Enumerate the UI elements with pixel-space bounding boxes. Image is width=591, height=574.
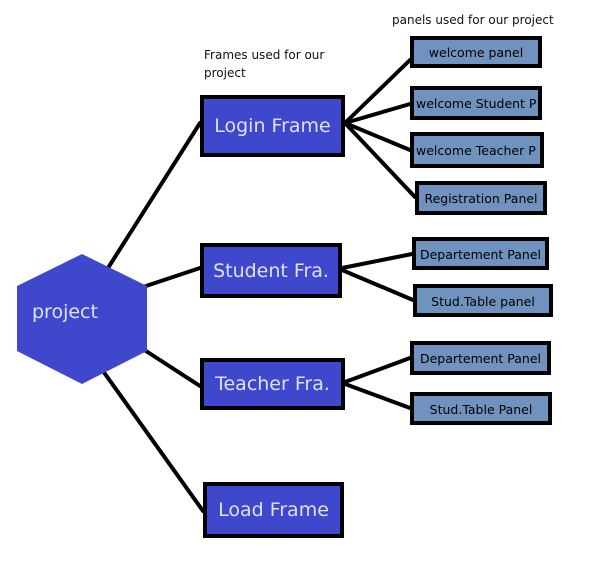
frames-caption: Frames used for our project <box>204 48 325 80</box>
login-frame-node: Login Frame <box>200 95 345 157</box>
edge-login-welcome <box>343 58 412 125</box>
edge-login-registration <box>343 121 417 199</box>
student-frame-node: Student Fra. <box>200 243 342 298</box>
edge-login-welcome-teacher <box>343 121 412 152</box>
edge-student-stud-table <box>340 268 415 302</box>
welcome-teacher-panel-node: welcome Teacher P <box>410 132 544 168</box>
teacher-departement-panel-node: Departement Panel <box>410 341 551 375</box>
welcome-panel-node: welcome panel <box>410 36 542 68</box>
panels-caption: panels used for our project <box>392 13 554 27</box>
edge-student-departement <box>340 252 414 270</box>
student-stud-table-panel-node: Stud.Table panel <box>413 284 553 317</box>
load-frame-node: Load Frame <box>203 482 344 538</box>
project-label: project <box>32 301 98 323</box>
edge-teacher-stud-table <box>343 382 412 410</box>
edge-teacher-departement <box>343 356 412 384</box>
edge-project-student <box>144 266 202 288</box>
teacher-frame-node: Teacher Fra. <box>200 358 345 410</box>
edge-project-teacher <box>144 349 202 388</box>
edge-project-load <box>101 369 205 513</box>
teacher-stud-table-panel-node: Stud.Table Panel <box>410 392 552 425</box>
edge-login-welcome-student <box>343 102 412 125</box>
student-departement-panel-node: Departement Panel <box>412 237 549 270</box>
edge-project-login <box>106 121 202 270</box>
registration-panel-node: Registration Panel <box>415 181 547 215</box>
project-hexagon <box>17 254 147 384</box>
welcome-student-panel-node: welcome Student P <box>410 86 542 120</box>
